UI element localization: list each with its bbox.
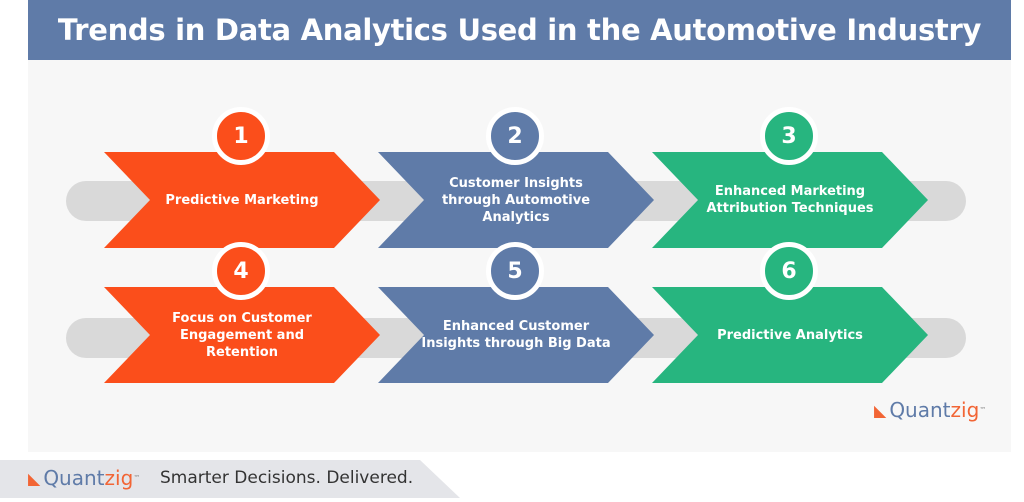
chevron-shape xyxy=(378,287,654,383)
step-number-badge: 1 xyxy=(212,107,270,165)
chevron-shape xyxy=(104,152,380,248)
step-label: Predictive Analytics xyxy=(717,327,863,343)
footer-band xyxy=(0,460,460,498)
step-number-badge: 6 xyxy=(760,242,818,300)
chevron-shape xyxy=(378,152,654,248)
step-number-badge: 2 xyxy=(486,107,544,165)
step-number-badge: 5 xyxy=(486,242,544,300)
page-title: Trends in Data Analytics Used in the Aut… xyxy=(28,0,1011,60)
step-label: Enhanced Marketing Attribution Technique… xyxy=(706,184,874,216)
chevron-shape xyxy=(652,287,928,383)
chevron-shape xyxy=(104,287,380,383)
step-label: Enhanced Customer Insights through Big D… xyxy=(421,319,611,351)
tagline: Smarter Decisions. Delivered. xyxy=(160,468,414,488)
step-number-badge: 4 xyxy=(212,242,270,300)
step-chevron-3: Enhanced Marketing Attribution Technique… xyxy=(652,152,928,248)
chevron-shape xyxy=(652,152,928,248)
step-chevron-2: Customer Insights through Automotive Ana… xyxy=(378,152,654,248)
step-label: Predictive Marketing xyxy=(165,192,319,208)
book-icon: ◣ xyxy=(28,468,41,488)
step-chevron-1: Predictive Marketing xyxy=(104,152,380,248)
step-label: Focus on Customer Engagement and Retenti… xyxy=(172,310,312,360)
step-chevron-6: Predictive Analytics xyxy=(652,287,928,383)
step-chevron-5: Enhanced Customer Insights through Big D… xyxy=(378,287,654,383)
step-chevron-4: Focus on Customer Engagement and Retenti… xyxy=(104,287,380,383)
book-icon: ◣ xyxy=(874,400,887,420)
step-number-badge: 3 xyxy=(760,107,818,165)
step-label: Customer Insights through Automotive Ana… xyxy=(441,175,591,225)
